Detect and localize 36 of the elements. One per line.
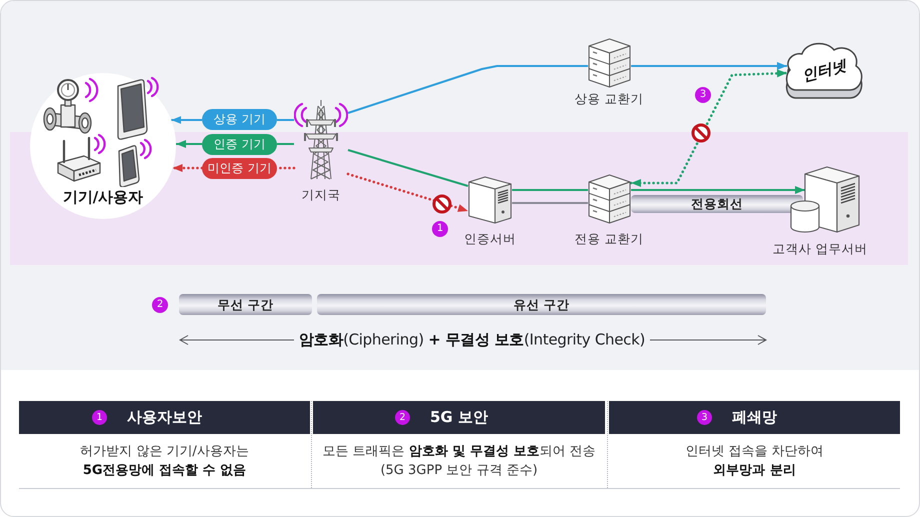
cell-text: 인터넷 접속을 차단하여 외부망과 분리	[684, 443, 825, 480]
node-label: 고객사 업무서버	[772, 241, 868, 256]
number-badge: 1	[92, 410, 107, 425]
device-tag: 인증 기기	[202, 134, 277, 155]
cell-text: 모든 트래픽은 암호화 및 무결성 보호되어 전송 (5G 3GPP 보안 규격 준수)	[322, 443, 596, 480]
number-badge: 2	[395, 410, 410, 425]
node-label: 상용 교환기	[574, 91, 644, 106]
cell-text: 허가받지 않은 기기/사용자는 5G전용망에 접속할 수 없음	[79, 443, 250, 480]
arrow	[631, 186, 805, 194]
arrow	[171, 116, 202, 124]
span-label: 암호화(Ciphering) + 무결성 보호(Integrity Check)	[294, 330, 650, 350]
connector-line	[512, 202, 588, 204]
arrow	[176, 140, 202, 148]
header-title: 5G 보안	[430, 408, 488, 427]
connector-line	[512, 189, 588, 191]
header-title: 사용자보안	[127, 408, 202, 427]
header-title: 폐쇄망	[732, 408, 777, 427]
arrow	[346, 172, 470, 212]
cloud-label: 인터넷	[800, 56, 848, 86]
connector-line	[277, 119, 294, 121]
pipe-band: 전용회선	[631, 195, 803, 213]
device-tag: 상용 기기	[202, 109, 277, 130]
connector-line	[348, 149, 468, 187]
arrow	[631, 62, 787, 70]
node-label: 전용 교환기	[574, 231, 644, 246]
arrow	[171, 164, 204, 172]
connector-line	[348, 65, 588, 114]
arrow	[630, 69, 788, 187]
connector-line	[277, 143, 294, 145]
device-tag: 미인증 기기	[202, 158, 277, 179]
pipe-band: 무선 구간	[179, 294, 312, 315]
number-badge: 3	[697, 410, 712, 425]
node-label: 기기/사용자	[62, 190, 144, 205]
node-label: 인증서버	[464, 231, 516, 246]
node-label: 기지국	[302, 187, 340, 202]
pipe-band: 유선 구간	[317, 294, 766, 315]
